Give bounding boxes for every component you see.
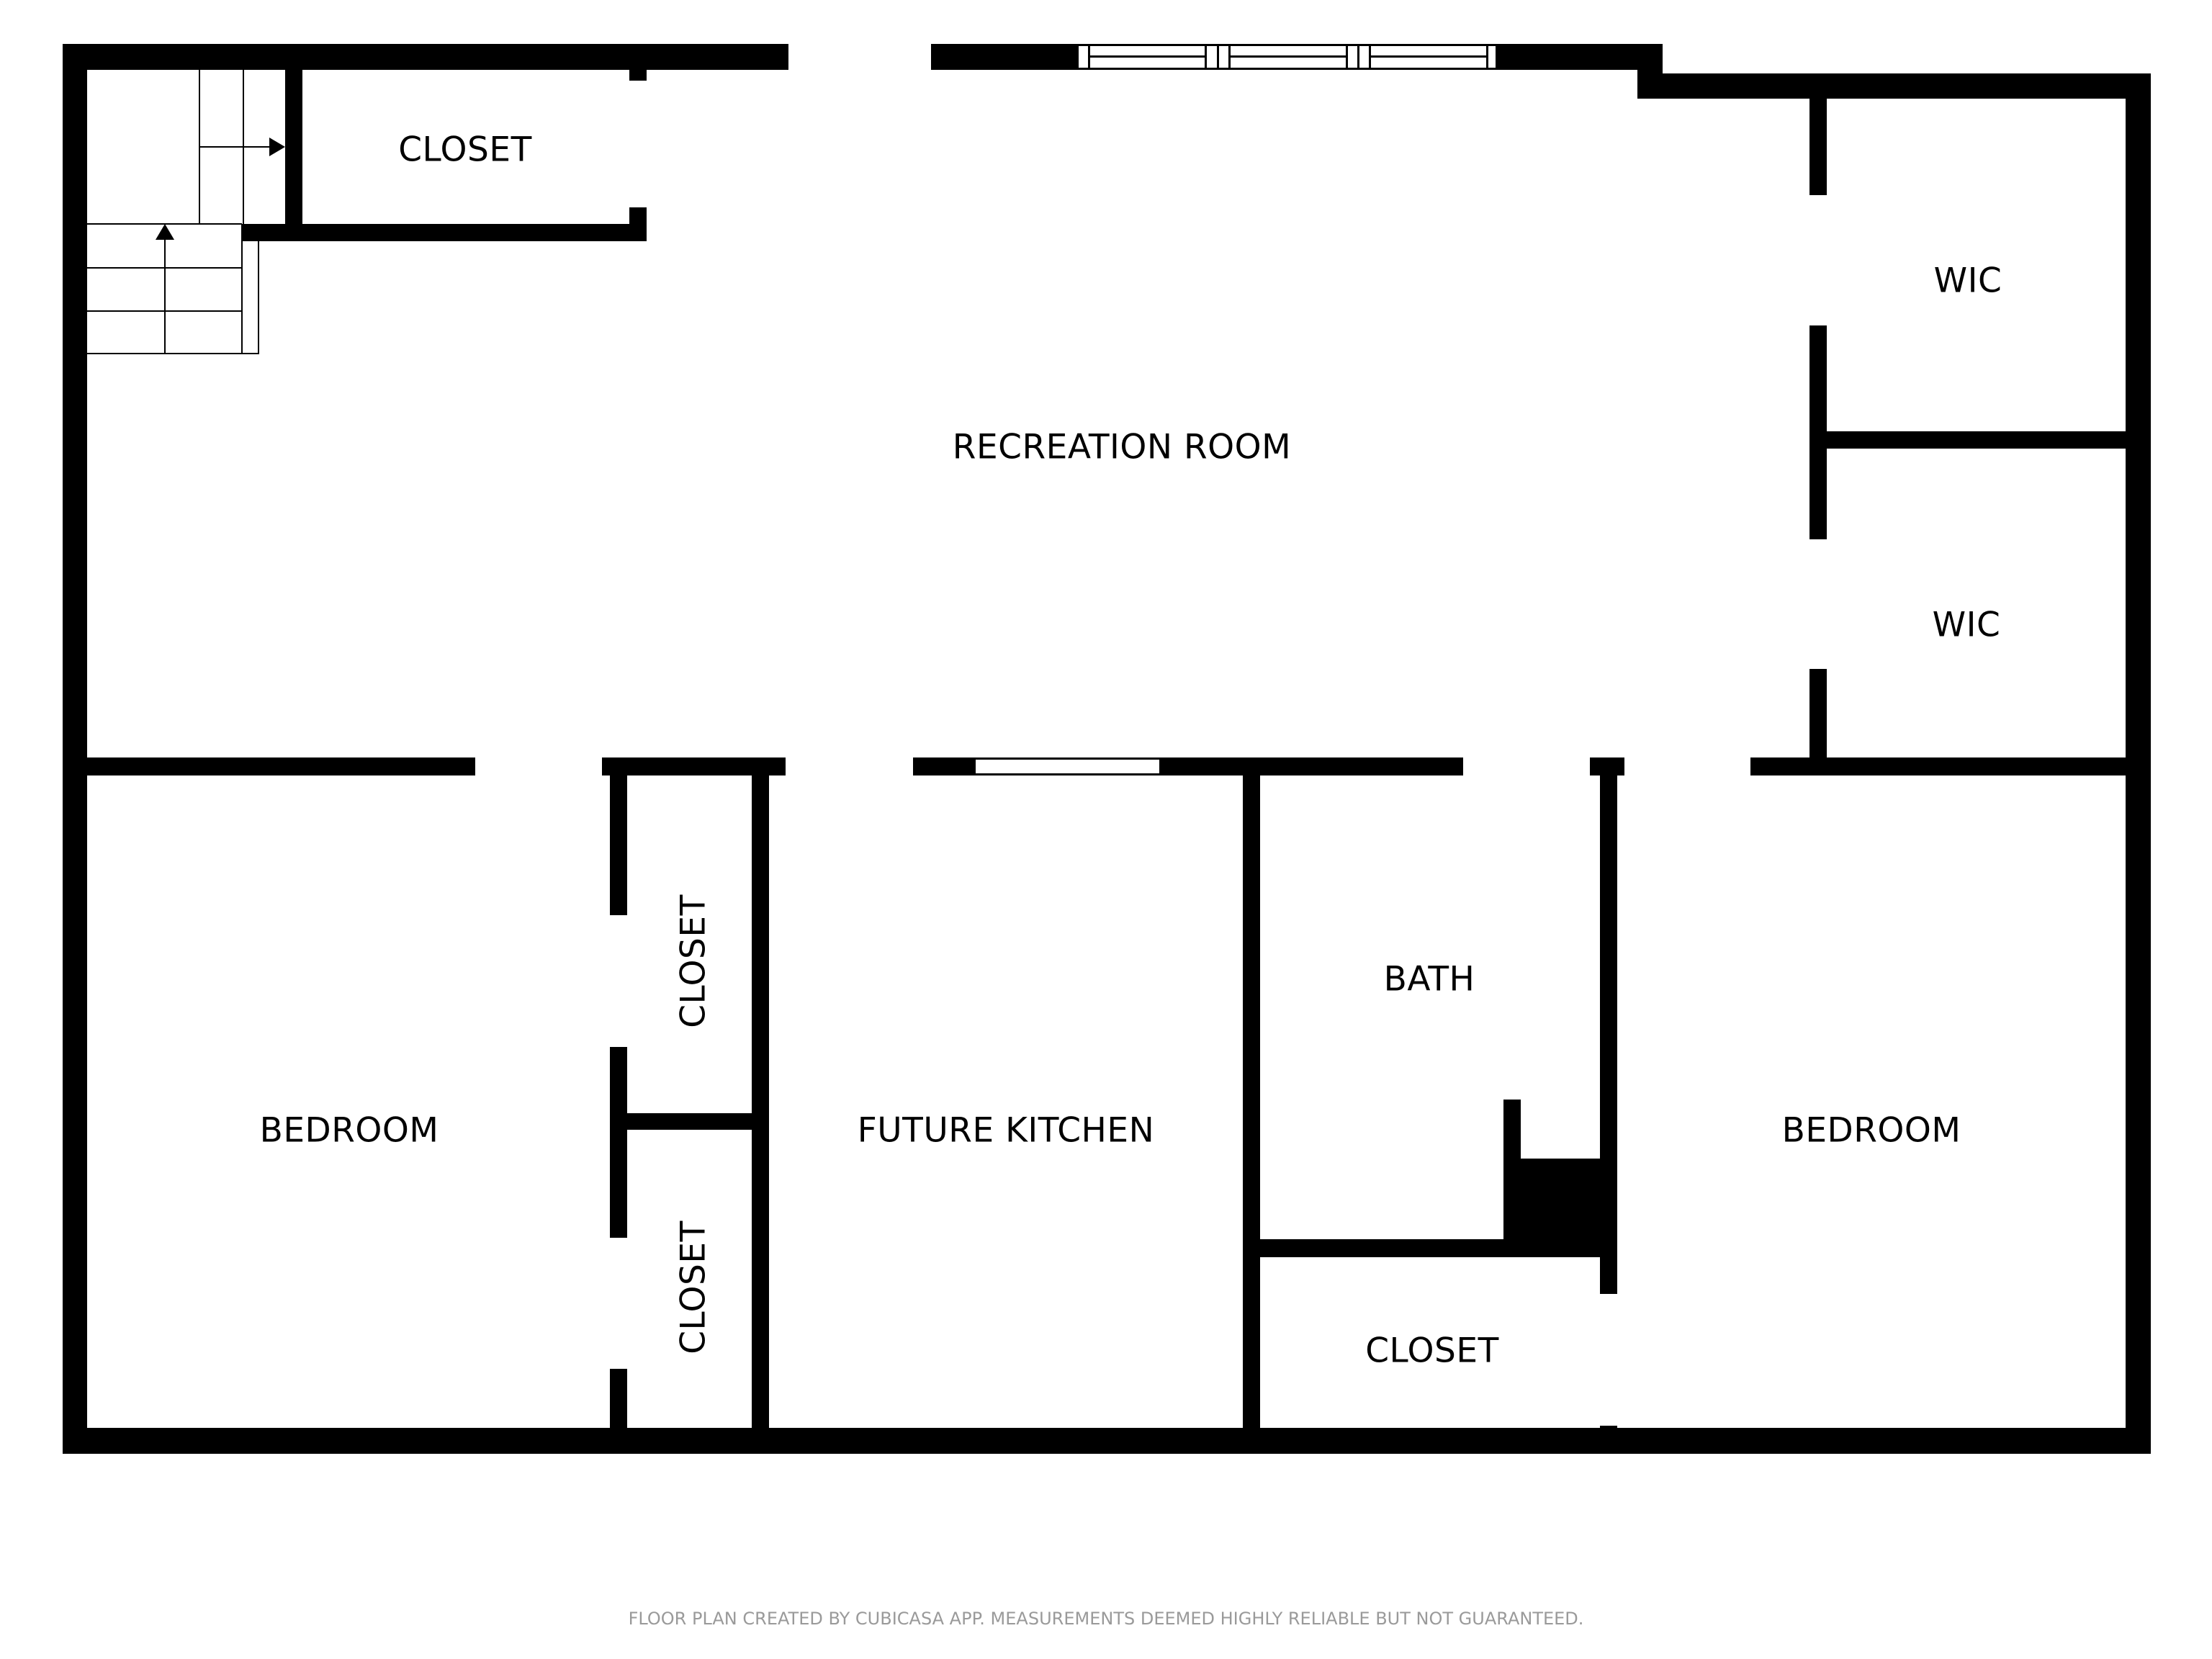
room-label-closet-bath: CLOSET bbox=[1365, 1331, 1499, 1371]
footer-disclaimer: FLOOR PLAN CREATED BY CUBICASA APP. MEAS… bbox=[628, 1609, 1584, 1629]
room-label-bedroom-right: BEDROOM bbox=[1781, 1110, 1961, 1151]
room-label-bedroom-left: BEDROOM bbox=[259, 1110, 439, 1151]
window-pane-line bbox=[1231, 55, 1346, 58]
room-label-wic-lower: WIC bbox=[1932, 605, 2001, 645]
window-mullion bbox=[1357, 46, 1359, 68]
room-label-future-kitchen: FUTURE KITCHEN bbox=[857, 1110, 1155, 1151]
closet-column-right-wall bbox=[752, 775, 769, 1428]
arrow-up-icon bbox=[156, 224, 174, 240]
room-label-bath: BATH bbox=[1383, 959, 1475, 999]
room-label-closet-left-lower: CLOSET bbox=[673, 1220, 714, 1354]
window-mullion bbox=[1217, 46, 1219, 68]
outer-wall-bottom bbox=[63, 1428, 2151, 1454]
room-label-closet-left-upper: CLOSET bbox=[673, 894, 714, 1028]
closet-column-left-wall-seg1 bbox=[610, 775, 627, 915]
middle-wall-seg4 bbox=[1590, 757, 1624, 775]
bath-left-wall bbox=[1243, 775, 1260, 1428]
middle-wall-seg1 bbox=[63, 757, 475, 775]
stair-rail bbox=[258, 241, 259, 354]
window-pane-line bbox=[1371, 55, 1486, 58]
closet-top-bottom-wall bbox=[242, 224, 647, 241]
wic-left-wall-seg2 bbox=[1809, 325, 1827, 539]
closet-column-left-wall-seg2 bbox=[610, 1047, 627, 1238]
room-label-recreation-room: RECREATION ROOM bbox=[952, 427, 1292, 467]
closet-top-right-wall-lower bbox=[629, 207, 647, 241]
wic-left-wall-seg1 bbox=[1809, 99, 1827, 195]
closet-top-right-wall-upper bbox=[629, 70, 647, 81]
closet-column-left-wall-seg3 bbox=[610, 1369, 627, 1428]
stair-line bbox=[87, 353, 259, 354]
window-mullion bbox=[1346, 46, 1348, 68]
middle-wall-seg5 bbox=[1750, 757, 2151, 775]
arrow-right-icon bbox=[269, 138, 285, 156]
outer-wall-left bbox=[63, 44, 87, 1454]
bath-right-wall-lower bbox=[1600, 1426, 1617, 1433]
stair-arrow-line bbox=[199, 146, 271, 148]
outer-wall-top-left bbox=[63, 44, 788, 70]
window-mullion bbox=[1088, 46, 1090, 68]
closet-top-left-wall bbox=[285, 70, 302, 241]
closet-column-divider bbox=[627, 1113, 752, 1130]
shaft-block bbox=[1503, 1159, 1617, 1257]
wic-divider-wall bbox=[1827, 431, 2126, 449]
room-label-wic-upper: WIC bbox=[1933, 261, 2002, 301]
stair-line bbox=[241, 224, 243, 354]
middle-wall-seg2 bbox=[602, 757, 786, 775]
window-kitchen bbox=[974, 757, 1161, 775]
window-mullion bbox=[1486, 46, 1488, 68]
window-pane-line bbox=[1090, 55, 1205, 58]
room-label-closet-top: CLOSET bbox=[398, 130, 532, 170]
stair-arrow-line bbox=[164, 238, 166, 354]
window-mullion bbox=[1205, 46, 1207, 68]
window-mullion bbox=[1228, 46, 1231, 68]
window-mullion bbox=[1369, 46, 1371, 68]
window-top bbox=[1076, 44, 1498, 70]
outer-wall-top-right bbox=[1637, 73, 2151, 99]
